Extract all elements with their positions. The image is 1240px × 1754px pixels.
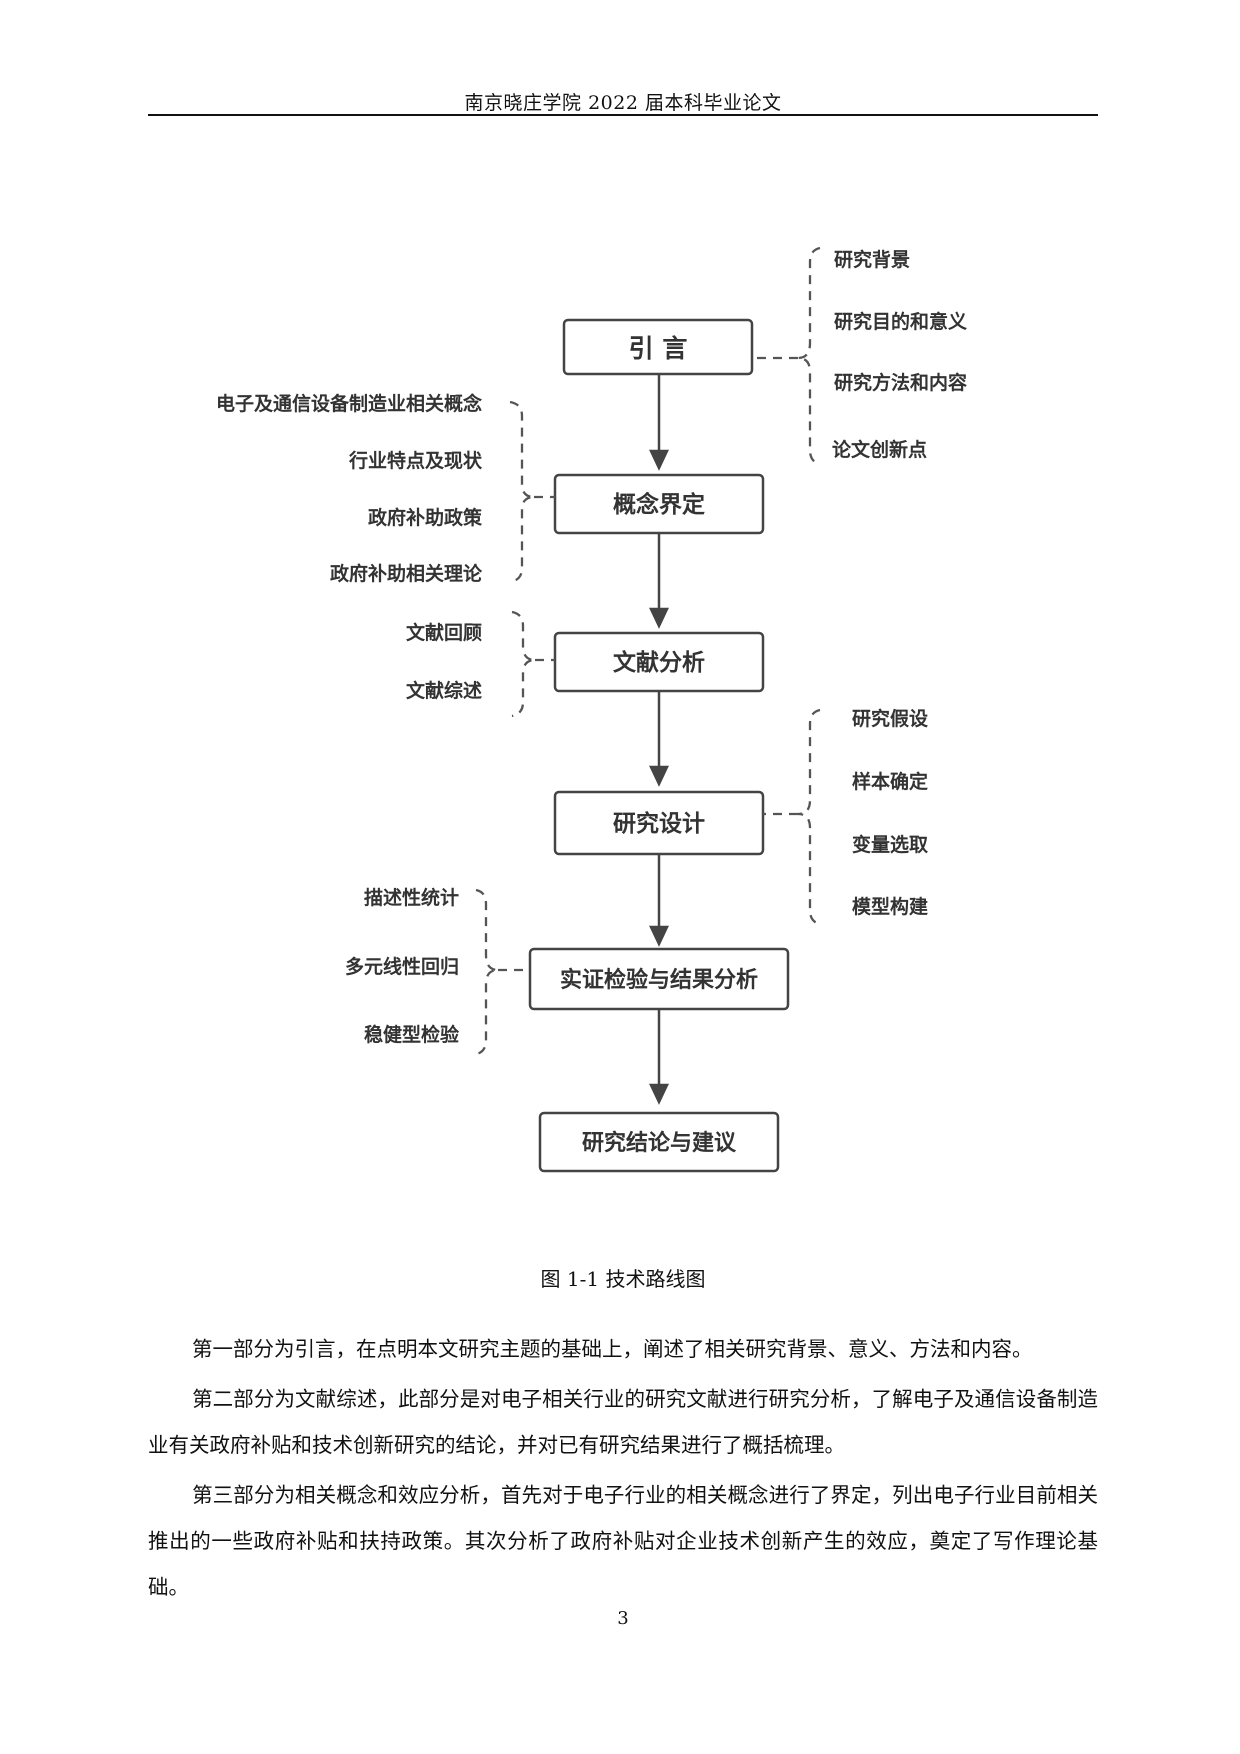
step-box-introduction: 引 言 — [562, 318, 754, 376]
annotation-design-item: 样本确定 — [852, 770, 928, 793]
paragraph-text: 第一部分为引言，在点明本文研究主题的基础上，阐述了相关研究背景、意义、方法和内容… — [192, 1337, 1033, 1361]
annotation-concept-item: 政府补助相关理论 — [330, 562, 483, 585]
step-box-concept-definition: 概念界定 — [553, 473, 765, 535]
annotation-design-item: 变量选取 — [852, 833, 928, 856]
arrow-head — [649, 925, 669, 947]
annotation-concept-item: 行业特点及现状 — [348, 449, 483, 472]
arrow-head — [649, 449, 669, 471]
page-number: 3 — [617, 1608, 629, 1629]
step-label: 引 言 — [629, 334, 688, 363]
annotation-literature-item: 文献回顾 — [406, 621, 482, 644]
arrow-head — [649, 607, 669, 629]
step-label: 概念界定 — [613, 491, 705, 518]
annotation-empirical-item: 描述性统计 — [364, 886, 459, 909]
annotation-empirical-item: 多元线性回归 — [345, 955, 459, 978]
annotation-empirical-item: 稳健型检验 — [364, 1023, 460, 1046]
header-rule — [148, 114, 1098, 116]
step-label: 研究结论与建议 — [582, 1130, 737, 1156]
brace-literature — [511, 610, 536, 718]
annotation-literature-item: 文献综述 — [406, 679, 482, 702]
annotation-concept-item: 电子及通信设备制造业相关概念 — [216, 392, 482, 415]
annotation-design-item: 研究假设 — [852, 707, 928, 730]
figure-caption: 图 1-1 技术路线图 — [540, 1267, 706, 1291]
annotation-design-item: 模型构建 — [852, 895, 928, 918]
annotation-intro-item: 研究目的和意义 — [834, 310, 967, 333]
brace-empirical — [475, 888, 499, 1056]
technical-roadmap-flowchart: 引 言 概念界定 文献分析 研究设计 实证检验与结果分析 研究结论与建议 研究背… — [216, 246, 967, 1173]
annotation-concept-item: 政府补助政策 — [368, 506, 483, 529]
running-header: 南京晓庄学院 2022 届本科毕业论文 — [464, 92, 782, 114]
annotation-intro-item: 研究背景 — [834, 248, 910, 271]
step-label: 实证检验与结果分析 — [560, 967, 758, 993]
arrow-head — [649, 765, 669, 787]
paragraph-text: 第二部分为文献综述，此部分是对电子相关行业的研究文献进行研究分析，了解电子及通信… — [148, 1387, 1098, 1457]
arrow-head — [649, 1083, 669, 1105]
step-box-research-design: 研究设计 — [553, 790, 765, 856]
brace-concepts — [509, 400, 535, 584]
brace-intro — [797, 246, 821, 466]
step-box-empirical-test: 实证检验与结果分析 — [528, 947, 790, 1011]
step-label: 文献分析 — [613, 649, 705, 676]
brace-design — [797, 708, 821, 926]
body-paragraph-1: 第一部分为引言，在点明本文研究主题的基础上，阐述了相关研究背景、意义、方法和内容… — [148, 1326, 1098, 1372]
annotation-intro-item: 研究方法和内容 — [834, 371, 967, 394]
body-paragraph-2: 第二部分为文献综述，此部分是对电子相关行业的研究文献进行研究分析，了解电子及通信… — [148, 1376, 1098, 1468]
step-label: 研究设计 — [613, 810, 705, 837]
annotation-intro-item: 论文创新点 — [832, 438, 927, 461]
step-box-literature-analysis: 文献分析 — [553, 631, 765, 693]
paragraph-text: 第三部分为相关概念和效应分析，首先对于电子行业的相关概念进行了界定，列出电子行业… — [148, 1483, 1098, 1599]
step-box-conclusion: 研究结论与建议 — [538, 1111, 780, 1173]
body-paragraph-3: 第三部分为相关概念和效应分析，首先对于电子行业的相关概念进行了界定，列出电子行业… — [148, 1472, 1098, 1610]
